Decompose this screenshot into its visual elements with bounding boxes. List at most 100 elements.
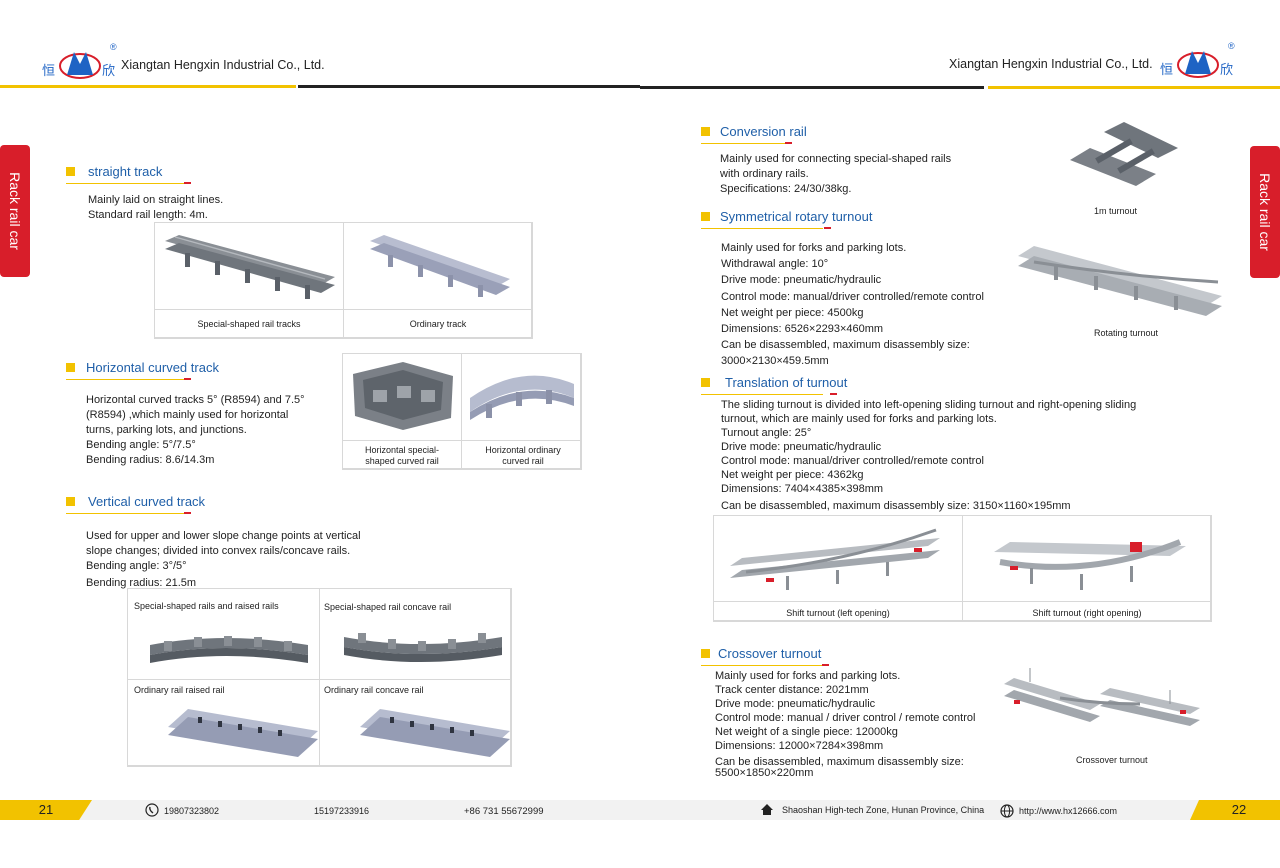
website-link[interactable]: http://www.hx12666.com	[1019, 806, 1118, 816]
phone-number-3: +86 731 55672999	[464, 806, 544, 817]
text-line: Used for upper and lower slope change po…	[86, 530, 361, 542]
text-line: Withdrawal angle: 10°	[721, 258, 829, 271]
header-line-dark-left	[298, 85, 640, 88]
shift-turnout-right-image	[994, 539, 1186, 590]
text-line: slope changes; divided into convex rails…	[86, 545, 351, 557]
text-line: (R8594) ,which mainly used for horizonta…	[86, 409, 289, 421]
ordinary-raised-rail-image	[168, 709, 318, 757]
section-red-mark	[184, 512, 191, 514]
crossover-turnout-image	[1004, 668, 1200, 726]
text-line: Mainly used for forks and parking lots.	[721, 242, 907, 254]
caption-cell	[461, 440, 582, 470]
footer-bar-right	[640, 800, 1280, 820]
globe-icon	[1000, 804, 1014, 818]
text-line: Bending angle: 5°/7.5°	[86, 439, 196, 451]
rotating-turnout-image	[1018, 246, 1222, 316]
section-symmetrical-rotary-turnout: Symmetrical rotary turnout	[701, 209, 891, 231]
text-line: Standard rail length: 4m.	[88, 209, 208, 221]
company-name-left: Xiangtan Hengxin Industrial Co., Ltd.	[121, 58, 325, 72]
bullet-square	[66, 167, 75, 176]
text-line: Horizontal curved tracks 5° (R8594) and …	[86, 394, 305, 406]
logo-right: 恒 欣 ®	[1158, 41, 1238, 81]
text-line: with ordinary rails.	[720, 168, 809, 180]
image-cell	[343, 222, 533, 310]
phone-number-2: 15197233916	[314, 806, 370, 816]
special-raised-rail-image	[150, 636, 308, 663]
logo-glyph-b: 欣	[102, 64, 116, 79]
crossover-turnout-text: Mainly used for forks and parking lots. …	[715, 670, 975, 781]
section-title: Crossover turnout	[718, 646, 822, 661]
conversion-rail-image	[1070, 122, 1178, 186]
section-underline	[66, 513, 191, 514]
section-underline	[66, 379, 191, 380]
page-number-left: 21	[0, 800, 92, 820]
home-icon	[761, 804, 773, 815]
section-red-mark	[184, 182, 191, 184]
text-line: Mainly used for forks and parking lots.	[715, 670, 901, 682]
horizontal-curved-images: Horizontal special-shaped curved rail Ho…	[342, 353, 582, 470]
text-line: Dimensions: 6526×2293×460mm	[721, 323, 884, 336]
text-line: Can be disassembled, maximum disassembly…	[715, 756, 964, 769]
image-caption: Ordinary rail concave rail	[324, 685, 424, 695]
bullet-square	[701, 378, 710, 387]
logo-icon	[59, 52, 101, 79]
text-line: 5500×1850×220mm	[715, 767, 814, 780]
phone-number-1: 19807323802	[164, 806, 220, 816]
image-caption: Crossover turnout	[1076, 755, 1148, 765]
image-cell	[154, 222, 344, 310]
vertical-curved-text: Used for upper and lower slope change po…	[86, 529, 361, 591]
image-cell	[461, 353, 582, 441]
section-horizontal-curved-track: Horizontal curved track	[66, 360, 236, 382]
section-straight-track: straight track	[66, 164, 196, 186]
bullet-square	[701, 649, 710, 658]
section-red-mark	[822, 664, 829, 666]
section-underline	[701, 394, 823, 395]
section-red-mark	[824, 227, 831, 229]
bullet-square	[701, 127, 710, 136]
section-underline	[701, 228, 823, 229]
address-text: Shaoshan High-tech Zone, Hunan Province,…	[782, 805, 985, 815]
vertical-curved-images: Special-shaped rails and raised rails Sp…	[127, 588, 512, 767]
text-line: Drive mode: pneumatic/hydraulic	[715, 697, 876, 710]
image-caption: Shift turnout (left opening)	[786, 608, 890, 618]
image-caption: Special-shaped rail tracks	[197, 319, 301, 329]
company-name-right: Xiangtan Hengxin Industrial Co., Ltd.	[949, 57, 1153, 71]
section-title: Symmetrical rotary turnout	[720, 209, 873, 224]
text-line: Dimensions: 12000×7284×398mm	[715, 739, 884, 752]
conversion-rail-text: Mainly used for connecting special-shape…	[720, 152, 951, 197]
image-caption: Shift turnout (right opening)	[1032, 608, 1142, 618]
text-line: Bending radius: 21.5m	[86, 577, 197, 589]
header-line-dark-right	[640, 86, 984, 89]
text-line: The sliding turnout is divided into left…	[721, 399, 1137, 411]
translation-turnout-images: Shift turnout (left opening) Shift turno…	[713, 515, 1212, 622]
section-title: Vertical curved track	[88, 494, 206, 509]
caption-cell	[343, 309, 533, 339]
ordinary-track-image	[370, 235, 510, 297]
image-caption: Ordinary rail raised rail	[134, 685, 225, 695]
text-line: Turnout angle: 25°	[721, 427, 812, 439]
caption-cell	[962, 601, 1212, 622]
shift-turnout-left-image	[730, 528, 940, 590]
horizontal-ordinary-curved-rail-image	[470, 375, 574, 420]
section-conversion-rail: Conversion rail	[701, 124, 821, 146]
ordinary-concave-rail-image	[360, 709, 510, 757]
bullet-square	[701, 212, 710, 221]
image-caption: Rotating turnout	[1094, 328, 1159, 338]
text-line: Mainly laid on straight lines.	[88, 194, 224, 206]
text-line: Control mode: manual/driver controlled/r…	[721, 290, 984, 303]
section-underline	[701, 143, 791, 144]
horizontal-curved-text: Horizontal curved tracks 5° (R8594) and …	[86, 393, 305, 468]
text-line: Can be disassembled, maximum disassembly…	[721, 500, 1071, 512]
section-red-mark	[830, 393, 837, 395]
logo-glyph-b: 欣	[1220, 63, 1234, 78]
section-title: Horizontal curved track	[86, 360, 219, 375]
image-caption: 1m turnout	[1094, 206, 1138, 216]
side-tab-label: Rack rail car	[7, 172, 23, 250]
special-concave-rail-image	[344, 633, 502, 662]
text-line: Drive mode: pneumatic/hydraulic	[721, 441, 882, 453]
text-line: turnout, which are mainly used for forks…	[721, 413, 997, 425]
text-line: turns, parking lots, and junctions.	[86, 424, 247, 436]
section-red-mark	[785, 142, 792, 144]
text-line: Specifications: 24/30/38kg.	[720, 183, 852, 195]
text-line: Net weight per piece: 4362kg	[721, 469, 864, 481]
